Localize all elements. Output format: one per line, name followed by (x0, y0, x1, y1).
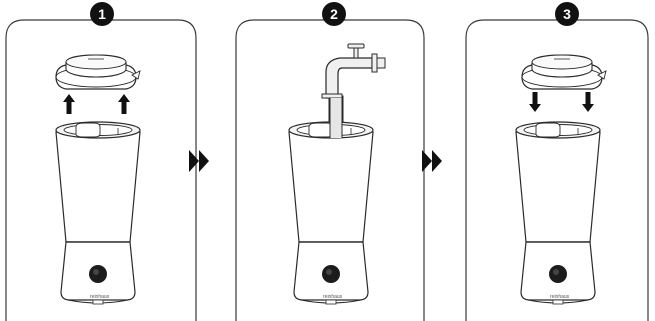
step-2-panel: 2 reinhaus (235, 2, 425, 321)
arrow-up-icon (63, 94, 75, 114)
step-1-number: 1 (98, 6, 106, 22)
brand-label: reinhaus (323, 294, 343, 300)
brand-label: reinhaus (90, 294, 110, 300)
arrow-down-icon (582, 92, 594, 112)
step-1-panel: 1 reinhaus (5, 2, 197, 321)
step-2-number: 2 (330, 6, 338, 22)
arrow-up-icon (118, 94, 130, 114)
arrow-down-icon (529, 92, 541, 112)
faucet-icon (321, 43, 386, 99)
double-chevron-right-icon (422, 150, 442, 172)
step-3-number: 3 (563, 6, 571, 22)
step-1-badge: 1 (90, 2, 114, 26)
humidifier-illustration (288, 121, 374, 305)
double-chevron-right-icon (189, 150, 209, 172)
step-2-badge: 2 (322, 2, 346, 26)
humidifier-illustration (55, 121, 141, 305)
step-3-badge: 3 (555, 2, 579, 26)
brand-label: reinhaus (550, 294, 570, 300)
lid-illustration (521, 54, 607, 90)
humidifier-illustration (515, 121, 601, 305)
lid-illustration (55, 54, 141, 90)
step-3-panel: 3 reinhaus (465, 2, 649, 321)
